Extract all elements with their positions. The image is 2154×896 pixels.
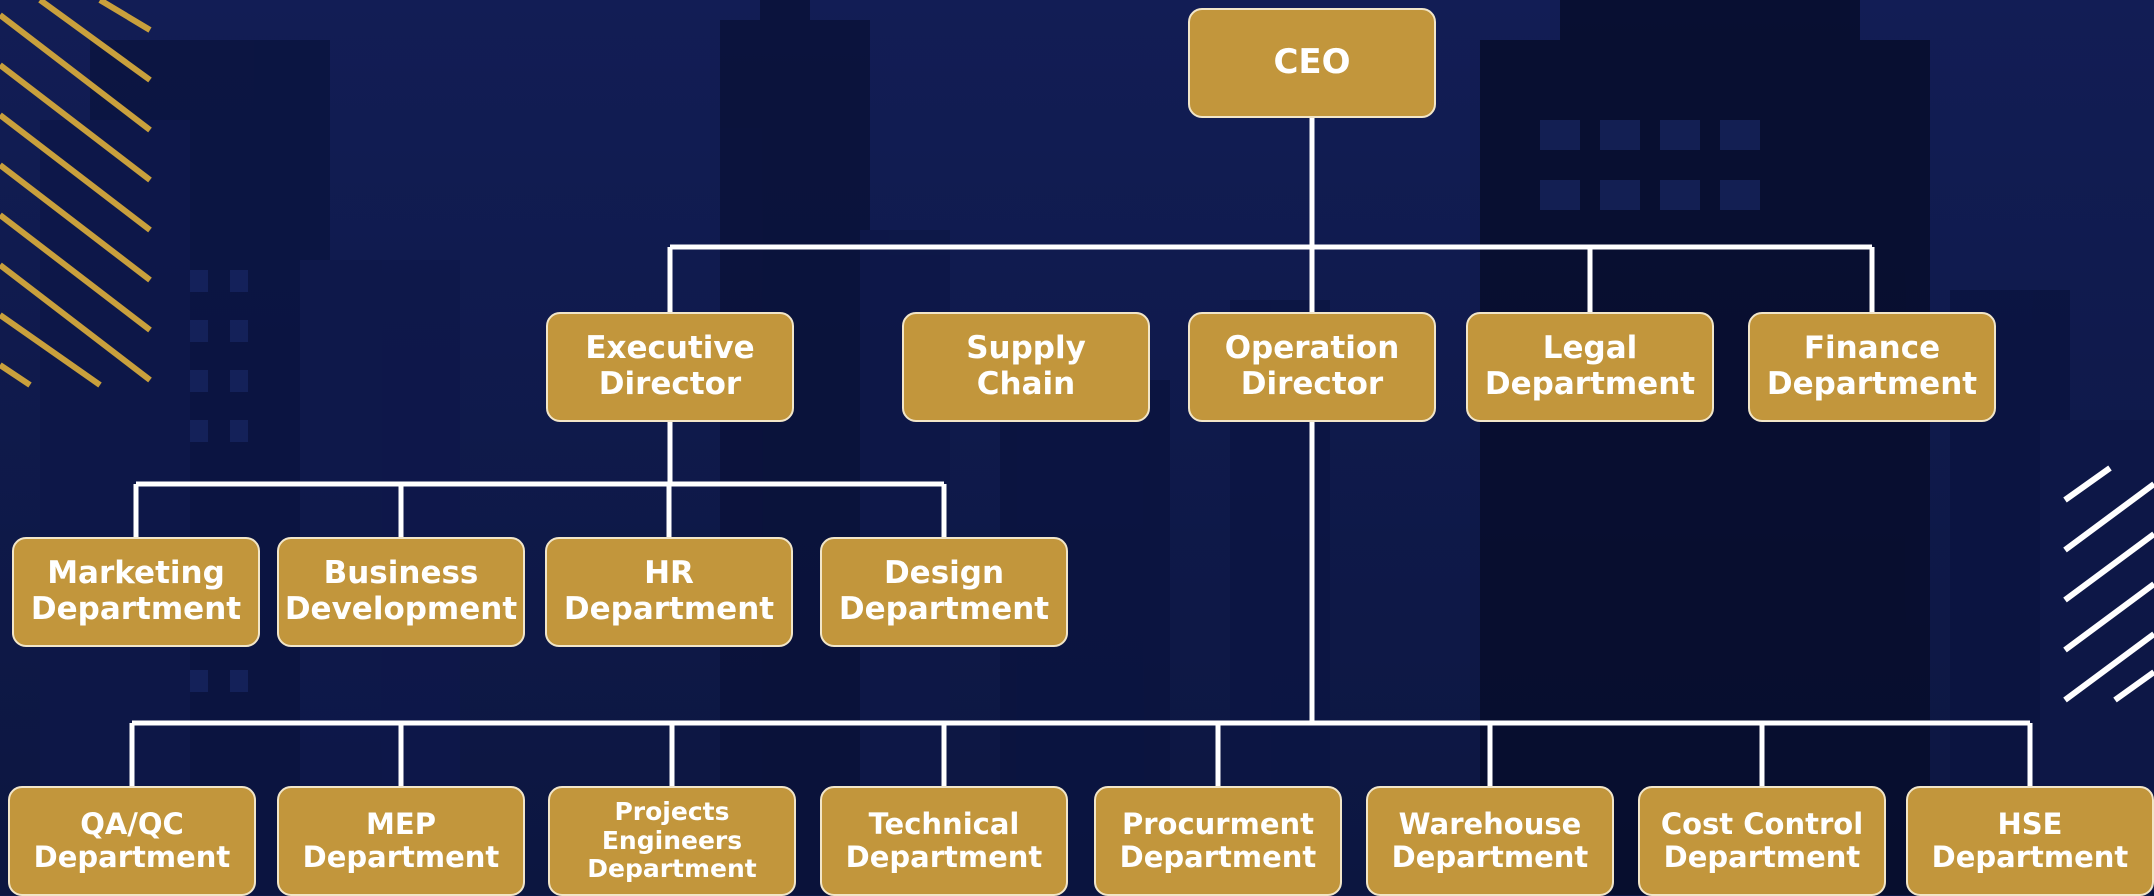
node-label-line: Warehouse — [1398, 806, 1582, 841]
node-label-line: Department — [302, 840, 500, 874]
node-label-line: Department — [563, 591, 775, 627]
node-label-line: QA/QC — [80, 806, 184, 841]
node-label-line: MEP — [366, 806, 436, 841]
node-label-line: Technical — [868, 806, 1020, 841]
node-label-line: Supply — [966, 330, 1086, 367]
node-label-line: Department — [33, 840, 231, 874]
node-label-line: Director — [1240, 366, 1384, 402]
white-stripes — [2063, 465, 2154, 703]
node-label-line: Department — [1119, 840, 1317, 874]
node-label-line: Engineers — [601, 825, 743, 855]
node-label-line: HSE — [1997, 806, 2063, 841]
gold-stripes — [0, 0, 152, 388]
node-label-line: Finance — [1803, 330, 1941, 367]
node-label-line: Department — [1931, 840, 2129, 874]
node-label-line: Director — [598, 366, 742, 402]
node-label-line: Legal — [1542, 330, 1638, 367]
node-label-line: Operation — [1224, 330, 1400, 367]
node-label-line: Department — [30, 591, 242, 627]
building-windows — [190, 120, 1760, 692]
node-label-line: HR — [644, 555, 694, 592]
node-label-line: Department — [845, 840, 1043, 874]
node-label-line: Development — [284, 591, 518, 627]
node-label-line: Business — [323, 555, 479, 592]
node-label-line: Department — [1484, 366, 1696, 402]
node-label-line: Design — [883, 555, 1005, 592]
node-ceo: CEO — [1188, 8, 1436, 118]
node-label-line: Chain — [976, 366, 1076, 402]
node-label-line: Department — [1766, 366, 1978, 402]
node-label-line: CEO — [1273, 42, 1351, 83]
node-label-line: Projects — [614, 796, 730, 826]
node-label-line: Department — [1391, 840, 1589, 874]
node-label-line: Department — [838, 591, 1050, 627]
node-label-line: Department — [1663, 840, 1861, 874]
node-label-line: Cost Control — [1660, 806, 1864, 841]
node-label-line: Executive — [585, 330, 755, 367]
node-label-line: Marketing — [47, 555, 225, 592]
node-label-line: Department — [587, 854, 757, 884]
node-label-line: Procurment — [1121, 806, 1314, 841]
